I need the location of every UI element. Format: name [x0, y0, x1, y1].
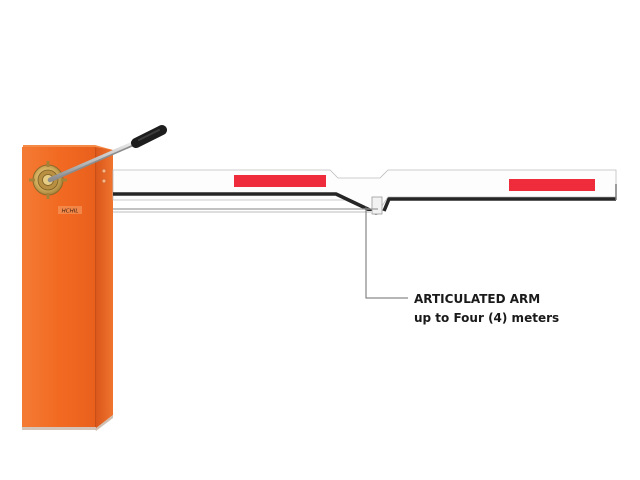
cabinet-logo-text: HCHIL — [62, 209, 79, 215]
articulated-arm — [112, 169, 617, 215]
arm-hinge — [371, 196, 383, 215]
manual-release-lever — [47, 125, 167, 183]
cabinet-side-base-shadow — [95, 415, 113, 431]
reflector-strip — [509, 179, 595, 191]
cabinet-front — [22, 147, 96, 428]
lever-grip — [131, 125, 167, 148]
side-screw-icon — [101, 178, 107, 184]
reflector-strip — [234, 175, 326, 187]
cabinet-side — [95, 147, 113, 429]
callout-title: ARTICULATED ARM — [414, 292, 541, 306]
articulated-arm-callout: ARTICULATED ARM up to Four (4) meters — [414, 290, 559, 328]
callout-leader-line — [365, 206, 408, 299]
callout-subtitle: up to Four (4) meters — [414, 311, 560, 325]
cabinet-base-shadow — [22, 427, 96, 430]
side-screw-icon — [101, 168, 107, 174]
boom-lower-edge-right — [382, 197, 616, 212]
cabinet-logo-plate: HCHIL — [58, 206, 82, 215]
barrier-cabinet: HCHIL — [22, 145, 113, 431]
